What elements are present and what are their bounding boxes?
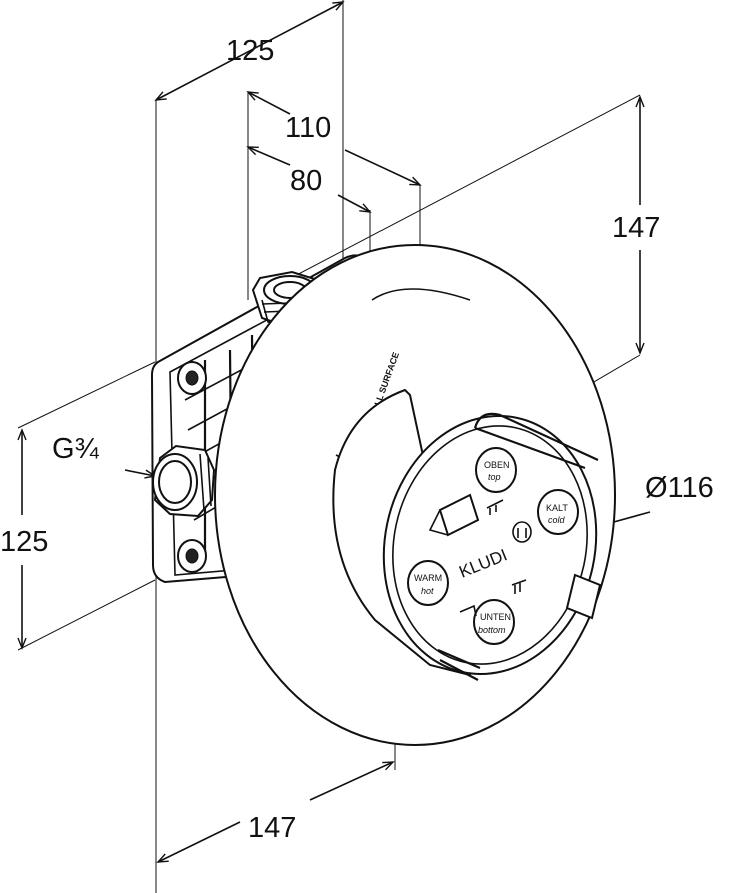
dim-top-width: 125 [226, 35, 274, 67]
port-cold-de: KALT [546, 503, 568, 513]
dim-top-inner: 80 [290, 165, 322, 197]
port-top-de: OBEN [484, 460, 510, 470]
dim-top-outer: 110 [285, 112, 331, 144]
port-bottom-en: bottom [478, 625, 506, 635]
port-bottom-de: UNTEN [480, 612, 511, 622]
flow-icons [459, 499, 527, 617]
port-hot-en: hot [421, 586, 434, 596]
dim-left-height: 125 [0, 526, 48, 558]
dim-bottom-width: 147 [248, 812, 296, 844]
port-hot-de: WARM [414, 573, 442, 583]
dim-right-height: 147 [612, 212, 660, 244]
port-top-en: top [488, 472, 501, 482]
mounting-hole-top-left [177, 361, 207, 395]
port-badge-bottom: UNTEN bottom [473, 599, 515, 645]
port-badge-cold: KALT cold [537, 489, 579, 535]
spout-icon [459, 604, 477, 617]
port-badge-hot: WARM hot [407, 560, 449, 606]
dim-thread: G¾ [52, 433, 100, 465]
shower-icon [511, 579, 527, 594]
port-badge-top: OBEN top [475, 447, 517, 493]
dim-diameter: Ø116 [645, 472, 714, 504]
port-cold-en: cold [548, 515, 566, 525]
left-port-fitting [152, 444, 216, 518]
shower-icon-top [486, 499, 504, 515]
mounting-hole-bottom-left [177, 539, 207, 573]
